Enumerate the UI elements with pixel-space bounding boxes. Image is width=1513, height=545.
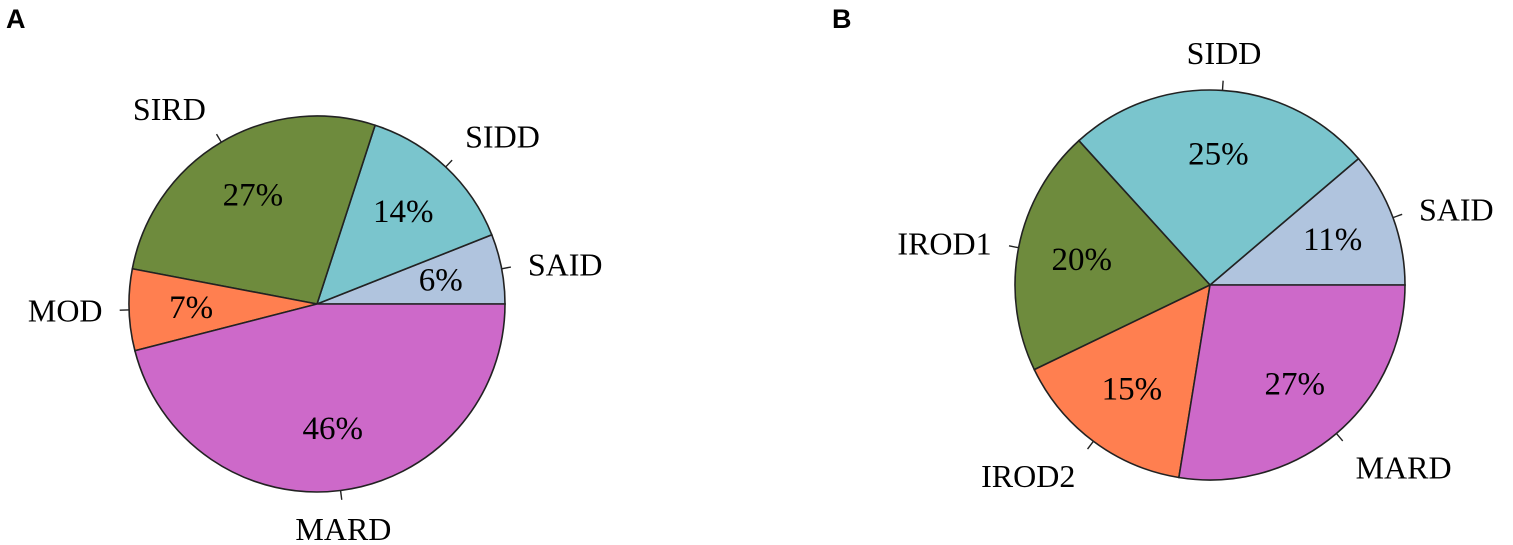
pie-label-sird: SIRD xyxy=(133,91,206,127)
pie-chart-b: 11% SAID 25% SIDD 20% IROD1 15% IROD2 27% MARD xyxy=(897,35,1494,494)
pie-label-mod: MOD xyxy=(28,293,103,329)
pie-slice-mard xyxy=(1177,284,1406,481)
pie-tick-mard xyxy=(339,490,343,500)
pie-tick-irod2 xyxy=(1086,440,1094,450)
pie-panel-b: B 11% SAID 25% SIDD 20% IROD1 15% IROD2 27% MARD xyxy=(756,0,1512,545)
pie-percent-mod: 7% xyxy=(169,290,213,326)
pie-tick-said xyxy=(1392,213,1403,219)
pie-slice-irod2 xyxy=(1033,283,1212,479)
pie-label-sidd: SIDD xyxy=(1187,35,1262,71)
pie-label-irod2: IROD2 xyxy=(981,458,1075,494)
pie-tick-mard xyxy=(1335,433,1344,442)
pie-percent-mard: 27% xyxy=(1264,366,1325,402)
pie-label-mard: MARD xyxy=(295,511,391,545)
panel-label-a: A xyxy=(6,4,26,34)
pie-percent-said: 6% xyxy=(419,262,463,298)
pie-slice-mard xyxy=(133,303,506,493)
pie-percent-sidd: 25% xyxy=(1188,137,1249,173)
pie-percent-said: 11% xyxy=(1303,222,1362,258)
pie-percent-irod1: 20% xyxy=(1052,242,1113,278)
pie-slice-said xyxy=(1207,157,1406,286)
pie-chart-a: 6% SAID 14% SIDD 27% SIRD 7% MOD 46% MARD xyxy=(28,91,603,545)
pie-label-irod1: IROD1 xyxy=(897,225,991,261)
pie-percent-mard: 46% xyxy=(303,411,364,447)
pie-label-sidd: SIDD xyxy=(465,119,540,155)
pie-percent-sird: 27% xyxy=(223,178,284,214)
pie-label-said: SAID xyxy=(528,247,603,283)
pie-slice-sidd xyxy=(1077,89,1360,287)
pie-tick-irod1 xyxy=(1008,245,1019,249)
pie-label-mard: MARD xyxy=(1356,449,1452,485)
pie-percent-irod2: 15% xyxy=(1102,372,1163,408)
pie-percent-sidd: 14% xyxy=(373,194,434,230)
pie-tick-sird xyxy=(215,133,222,143)
pie-tick-sidd xyxy=(1221,80,1224,91)
panel-label-b: B xyxy=(832,4,852,34)
pie-label-said: SAID xyxy=(1419,192,1494,228)
pie-slice-irod1 xyxy=(1014,139,1212,371)
pie-panel-a: A 6% SAID 14% SIDD 27% SIRD 7% MOD 46% MARD xyxy=(0,0,756,545)
pie-tick-said xyxy=(501,266,512,270)
pie-tick-sidd xyxy=(445,159,453,168)
